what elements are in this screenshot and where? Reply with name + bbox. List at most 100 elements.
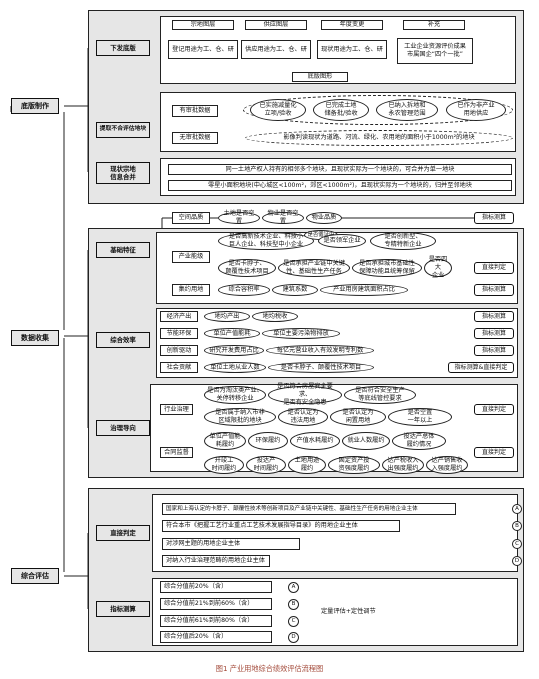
hy-item-6: 是否认定为 闲置用地 [330,408,386,426]
jj-item-1: 地均产出 [204,311,250,322]
dingliang-label: 定量评估+定性调节 [321,608,376,616]
cy-item-3: 是否领军企业 [318,234,366,248]
rule-4: 对纳入行业治理范畴的用地企业主体 [162,555,270,567]
rule-2: 符合本市《把握工艺行业重点工艺技术发展指导目录》的用地企业主体 [162,520,400,532]
hy-item-4: 是否属于纳入市非 区域限批的地块 [204,408,276,426]
score-4: 综合分值后20%（含） [160,631,272,643]
result-shehui: 指标测算&直接判定 [448,362,514,373]
score-grade-b: B [288,599,299,610]
result-hetong: 直接判定 [474,447,514,458]
hy-item-1: 是否为淘汰类产业、 关停转移企业 [204,386,266,404]
node-hetong: 合同监督 [160,447,193,458]
node-chuangxin: 创新驱动 [160,345,198,356]
wu-item: 影像判读现状为道路、河流、绿化、农用地的面积小于1000m²的地块 [245,130,513,146]
jn-item-2: 单位主要污染物排放 [262,328,340,339]
result-chanye: 直接判定 [474,262,514,274]
ht-item-5: 投达产总体 履约情况 [392,432,446,450]
cy-item-6: 是否承担产业链中关键 性、基础性生产任务 [278,259,350,277]
layer-buchong: 补充 [403,20,465,30]
node-zhili: 治理导向 [96,420,150,436]
layer-zongdi: 宗地图层 [172,20,234,30]
score-grade-c: C [288,616,299,627]
kj-item-3: 物业品质 [306,212,342,224]
result-jiyue: 指标测算 [474,284,514,296]
use-gongying: 供应用途为工、仓、研 [241,40,311,59]
rule-grade-c: C [512,539,522,549]
jy-item-3: 产业用房建筑面积占比 [320,284,408,296]
figure-caption: 图1 产业用地综合绩效评估流程图 [215,664,324,673]
jn-item-1: 单位产值能耗 [204,328,260,339]
result-jieneng: 指标测算 [474,328,514,339]
ht-item-10: 达产税收入 出强度履约 [382,456,424,474]
merge-rule-1: 同一土地产权人持有的相邻多个地块，且现状实际为一个地块的，可合并为单一地块 [168,164,512,175]
layer-gongying: 供应图层 [245,20,307,30]
ht-item-9: 固定资产投 资强度履约 [328,456,380,474]
node-shehui: 社会贡献 [160,362,198,373]
ht-item-2: 环保履约 [248,432,288,450]
score-2: 综合分值前21%到前60%（含） [160,598,272,610]
jy-item-1: 综合容积率 [218,284,270,296]
result-chuangxin: 指标测算 [474,345,514,356]
kj-item-1: 土地是否空置 [218,210,260,225]
cy-item-7: 是否承担城市基础性 保障功能且统筹保留 [352,259,422,277]
node-chanye: 产业能级 [172,251,210,263]
node-jichu: 基础特征 [96,242,150,258]
jj-item-2: 地均税收 [252,311,298,322]
rule-grade-a: A [512,504,522,514]
score-3: 综合分值前61%到前80%（含） [160,615,272,627]
you-item-2: 已完成土地 储备批/验收 [313,99,369,121]
you-item-1: 已实施减量化 立项/验收 [250,99,306,121]
cy-item-5: 是否卡脖子、 颠覆性技术项目 [218,259,276,277]
root-eval: 综合评估 [11,568,59,584]
node-you: 有审批数据 [172,105,218,117]
rule-3: 对涉网主题的用地企业主体 [162,538,300,550]
sh-item-1: 单位土地从业人数 [204,362,266,373]
node-zhijie: 直接判定 [96,525,150,541]
node-diban: 底版图形 [292,72,348,82]
score-grade-d: D [288,632,299,643]
kj-item-2: 物业是否空置 [262,210,304,225]
result-hangye: 直接判定 [474,404,514,415]
node-jieneng: 节能环保 [160,328,198,339]
jy-item-2: 建筑系数 [272,284,318,296]
ht-item-3: 产值水耗履约 [290,432,340,450]
group-you-items [243,95,513,125]
node-zhibiao: 指标测算 [96,601,150,617]
you-item-4: 已作为非产业 用地供应 [446,99,506,121]
layer-niandu: 年度变更 [321,20,383,30]
use-buchong: 工业企业资源评价成果 市属国企“四个一批” [397,38,473,64]
ht-item-7: 投达产 时间履约 [246,456,286,474]
cx-item-2: 每亿元营业收入有效发明专利数 [266,345,374,356]
hy-item-7: 是否空置 一年以上 [388,408,452,426]
use-xianzhuang: 现状用途为工、仓、研 [317,40,387,59]
use-dengji: 登记用途为工、仓、研 [168,40,238,59]
score-1: 综合分值前20%（含） [160,581,272,593]
result-kongjian: 指标测算 [474,212,514,224]
result-jingji: 指标测算 [474,311,514,322]
score-grade-a: A [288,582,299,593]
cy-item-1: 是否高新技术企业、科技小 巨人企业、科技型中小企业 [218,232,314,250]
rule-grade-d: D [512,556,522,566]
root-data-collect: 数据收集 [11,330,59,346]
rule-grade-b: B [512,521,522,531]
you-item-3: 已纳入拆地和 永农管理范围 [376,99,438,121]
node-zonghe: 综合效率 [96,332,150,348]
node-tiqu: 提取不合评估地块 [96,122,150,138]
hy-item-5: 是否认定为 违法用地 [278,408,328,426]
cx-item-1: 研究开发费用占比 [204,345,264,356]
node-kongjian: 空间品质 [172,212,210,224]
ht-item-4: 就业人数履约 [342,432,390,450]
cy-item-8: 是否四大 企业 [424,256,452,279]
ht-item-11: 达产销售收 入强度履约 [426,456,468,474]
hy-item-2: 是否符合房屋安全要求、 是否有安全隐患 [268,383,342,406]
sh-item-2: 是否卡脖子、颠覆性技术项目 [268,362,374,373]
ht-item-1: 单位产值能 耗履约 [204,432,246,450]
root-base-map: 底版制作 [11,98,59,114]
hy-item-3: 是否符合安全生产 等底线管控要求 [344,386,416,404]
cy-item-4: 是否创新型、 专精特新企业 [370,232,436,250]
node-xiafa: 下发底版 [96,40,150,56]
node-hangye: 行业治理 [160,404,193,415]
node-wu: 无审批数据 [172,132,218,144]
merge-rule-2: 零星小面积地块(中心城区<100m²，郊区<1000m²)，且现状实际为一个地块… [168,180,512,191]
node-jiyue: 集约用地 [172,284,210,296]
